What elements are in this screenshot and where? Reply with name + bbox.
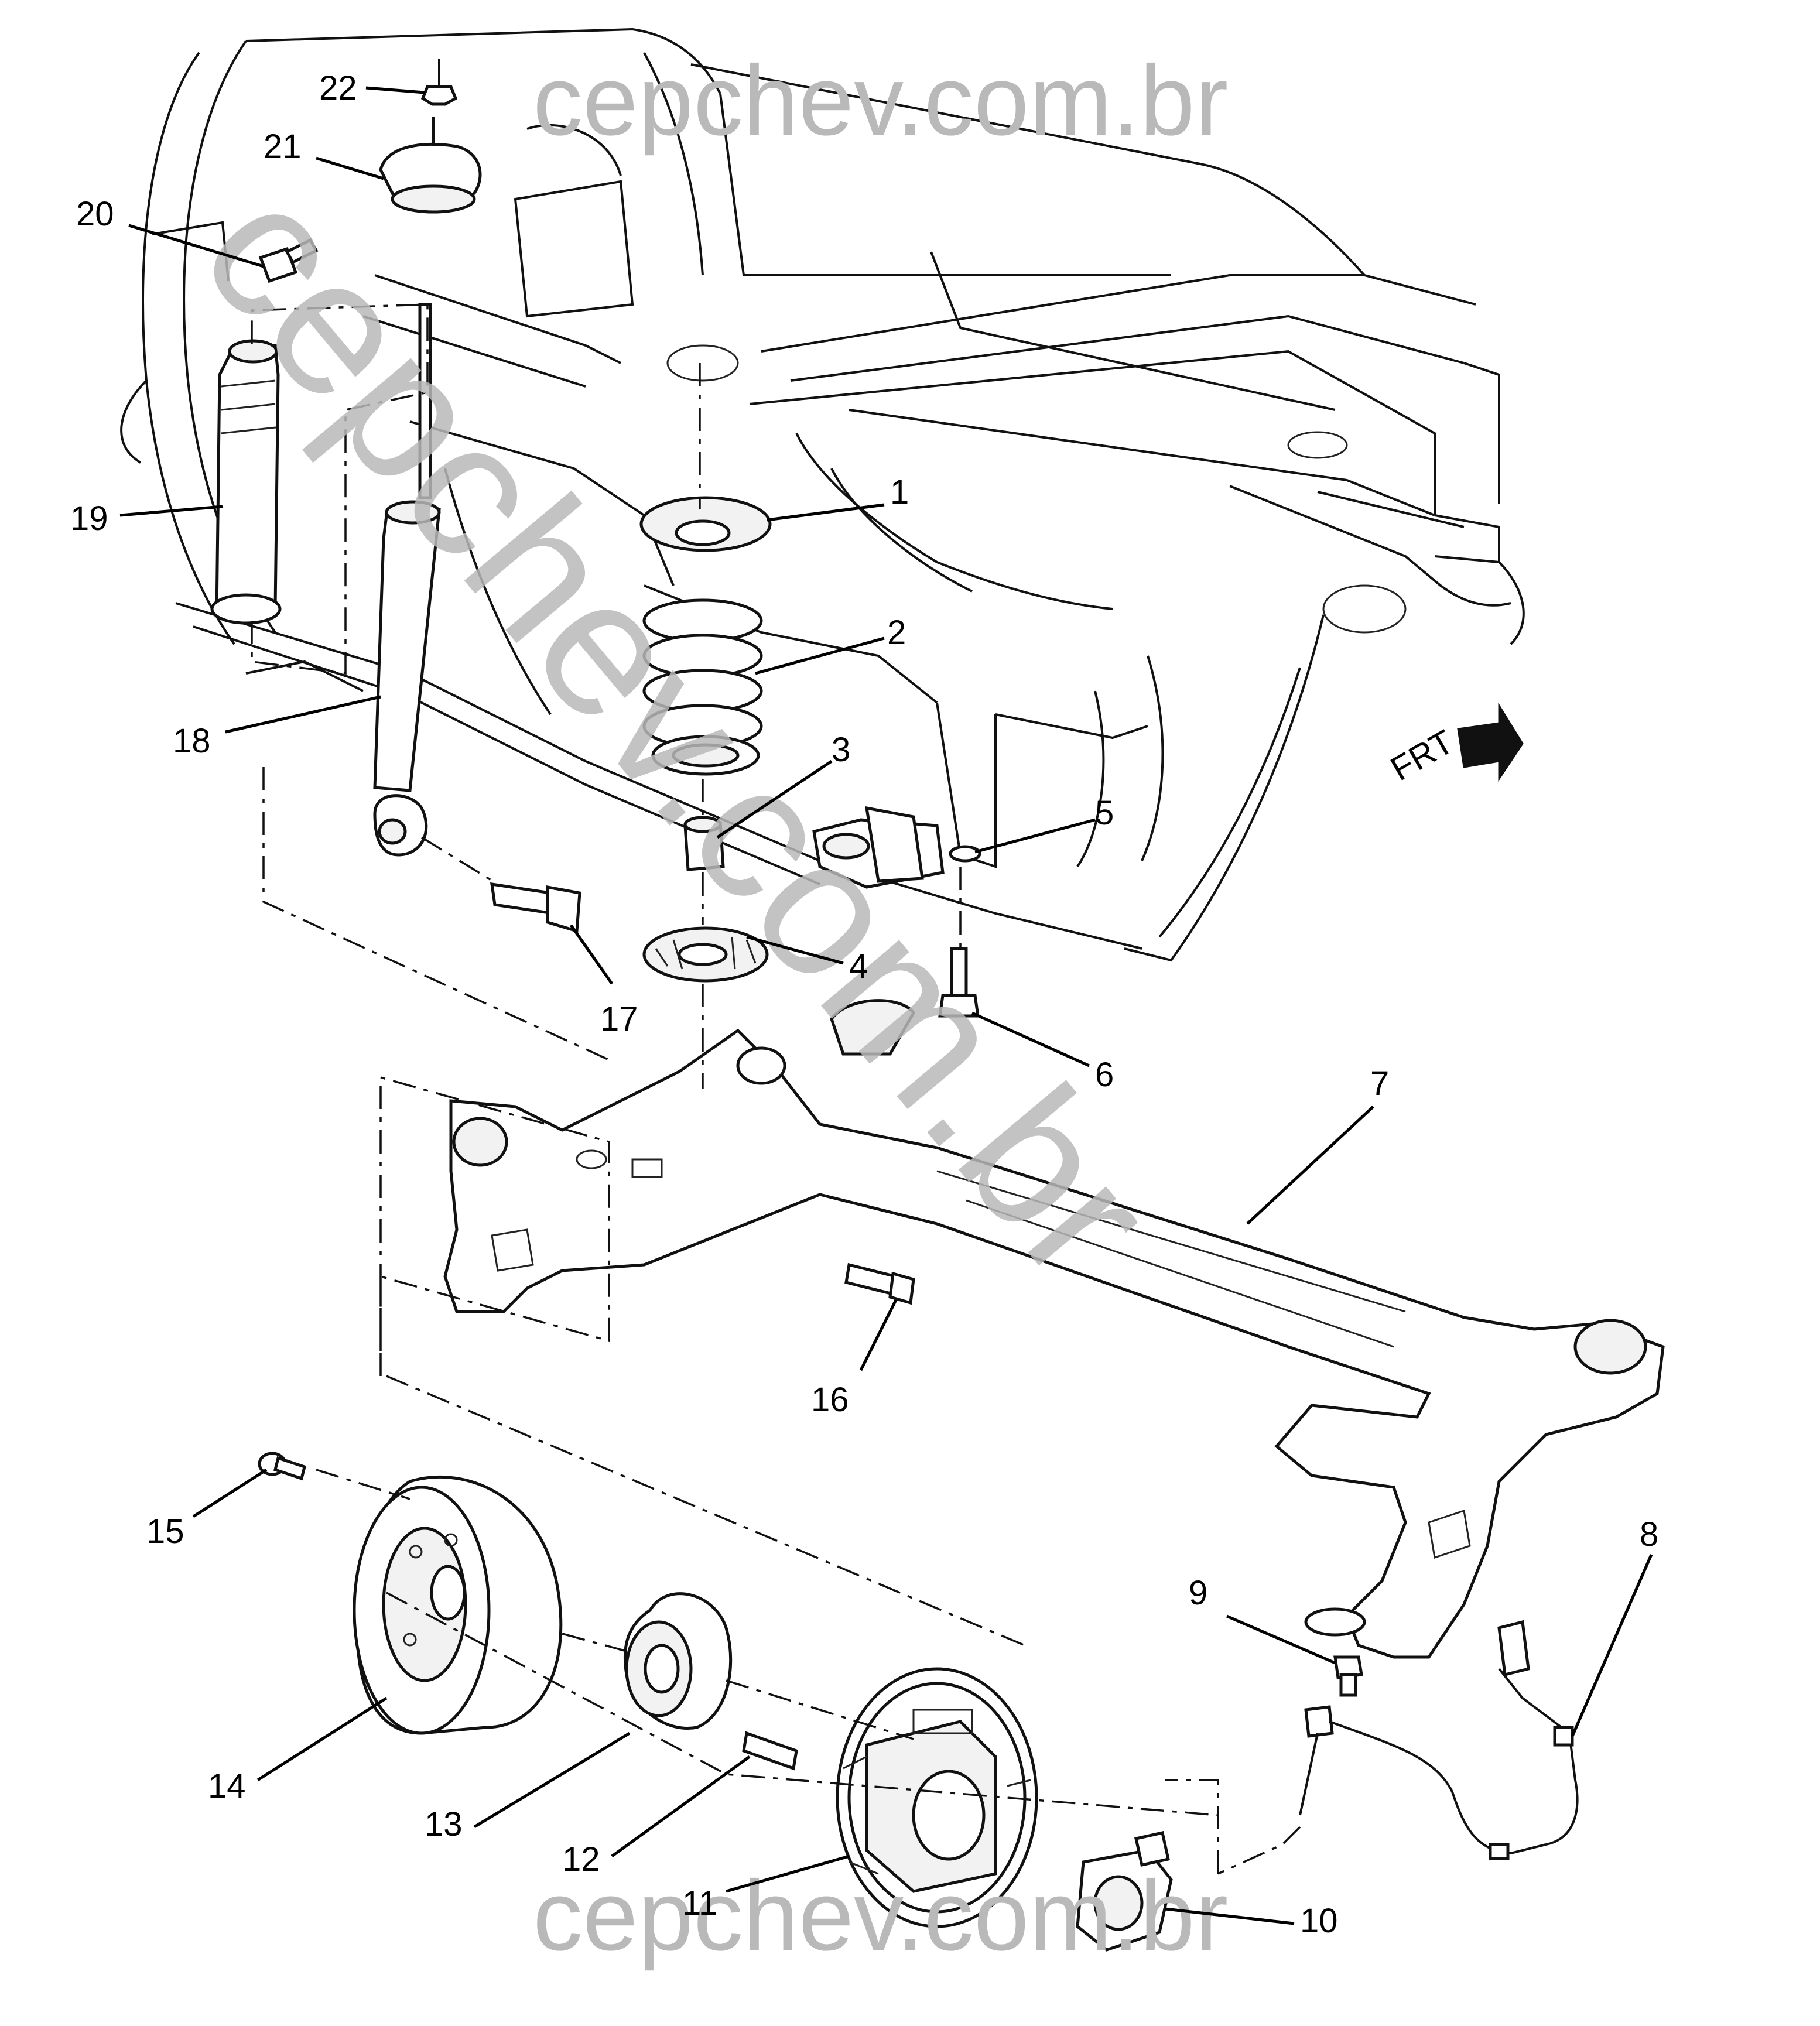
front-label: FRT xyxy=(1384,723,1460,788)
callout-16: 16 xyxy=(811,1381,849,1419)
callout-10: 10 xyxy=(1300,1902,1338,1940)
callout-15: 15 xyxy=(146,1512,184,1551)
callout-4: 4 xyxy=(849,947,868,985)
part-13-hub-bearing xyxy=(623,1592,733,1730)
callout-17: 17 xyxy=(600,1000,638,1038)
part-22-nut xyxy=(420,59,458,106)
callout-labels: 1 2 3 4 5 6 7 8 9 10 11 12 13 14 15 16 1… xyxy=(70,69,1658,1940)
part-17-bolt xyxy=(490,882,581,933)
front-arrow-icon xyxy=(1457,702,1524,782)
callout-8: 8 xyxy=(1640,1515,1658,1553)
part-15-screw xyxy=(258,1452,306,1481)
front-direction-indicator: FRT xyxy=(1384,702,1524,788)
exploded-view-lines xyxy=(251,303,1301,1875)
callout-19: 19 xyxy=(70,499,108,538)
callout-21: 21 xyxy=(264,128,302,166)
part-16-bolt xyxy=(844,1262,915,1305)
part-19-dust-boot xyxy=(210,339,282,625)
part-18-shock-absorber xyxy=(373,303,441,857)
callout-14: 14 xyxy=(208,1767,246,1805)
watermark-bottom: cepchev.com.br xyxy=(533,1860,1228,1972)
callout-18: 18 xyxy=(173,722,211,760)
callout-3: 3 xyxy=(832,731,850,769)
part-20-bolt xyxy=(258,238,319,283)
part-10-sensor-bracket xyxy=(1076,1831,1173,1952)
leader-lines xyxy=(119,86,1653,1925)
part-4-lower-insulator xyxy=(642,926,769,983)
part-5-bushing-bracket xyxy=(812,806,981,949)
part-11-backing-plate xyxy=(836,1667,1038,1928)
part-9-bolt xyxy=(1333,1655,1363,1697)
callout-2: 2 xyxy=(887,614,906,652)
callout-12: 12 xyxy=(562,1840,600,1878)
callout-13: 13 xyxy=(425,1805,463,1843)
callout-20: 20 xyxy=(76,195,114,233)
watermark-top: cepchev.com.br xyxy=(533,45,1228,156)
callout-1: 1 xyxy=(890,473,909,511)
part-7-rear-axle xyxy=(443,999,1665,1659)
part-12-stud xyxy=(742,1731,798,1771)
part-14-brake-drum xyxy=(353,1476,563,1735)
callout-9: 9 xyxy=(1189,1574,1207,1612)
callout-7: 7 xyxy=(1370,1065,1389,1103)
callout-11: 11 xyxy=(682,1884,717,1922)
part-3-bump-stop xyxy=(683,816,725,871)
part-2-coil-spring xyxy=(642,598,763,776)
part-1-upper-insulator xyxy=(639,496,772,552)
callout-5: 5 xyxy=(1095,794,1114,832)
part-21-upper-mount xyxy=(379,117,482,214)
callout-6: 6 xyxy=(1095,1056,1114,1094)
callout-22: 22 xyxy=(319,69,357,107)
part-8-sensor-harness xyxy=(1299,1620,1579,1860)
